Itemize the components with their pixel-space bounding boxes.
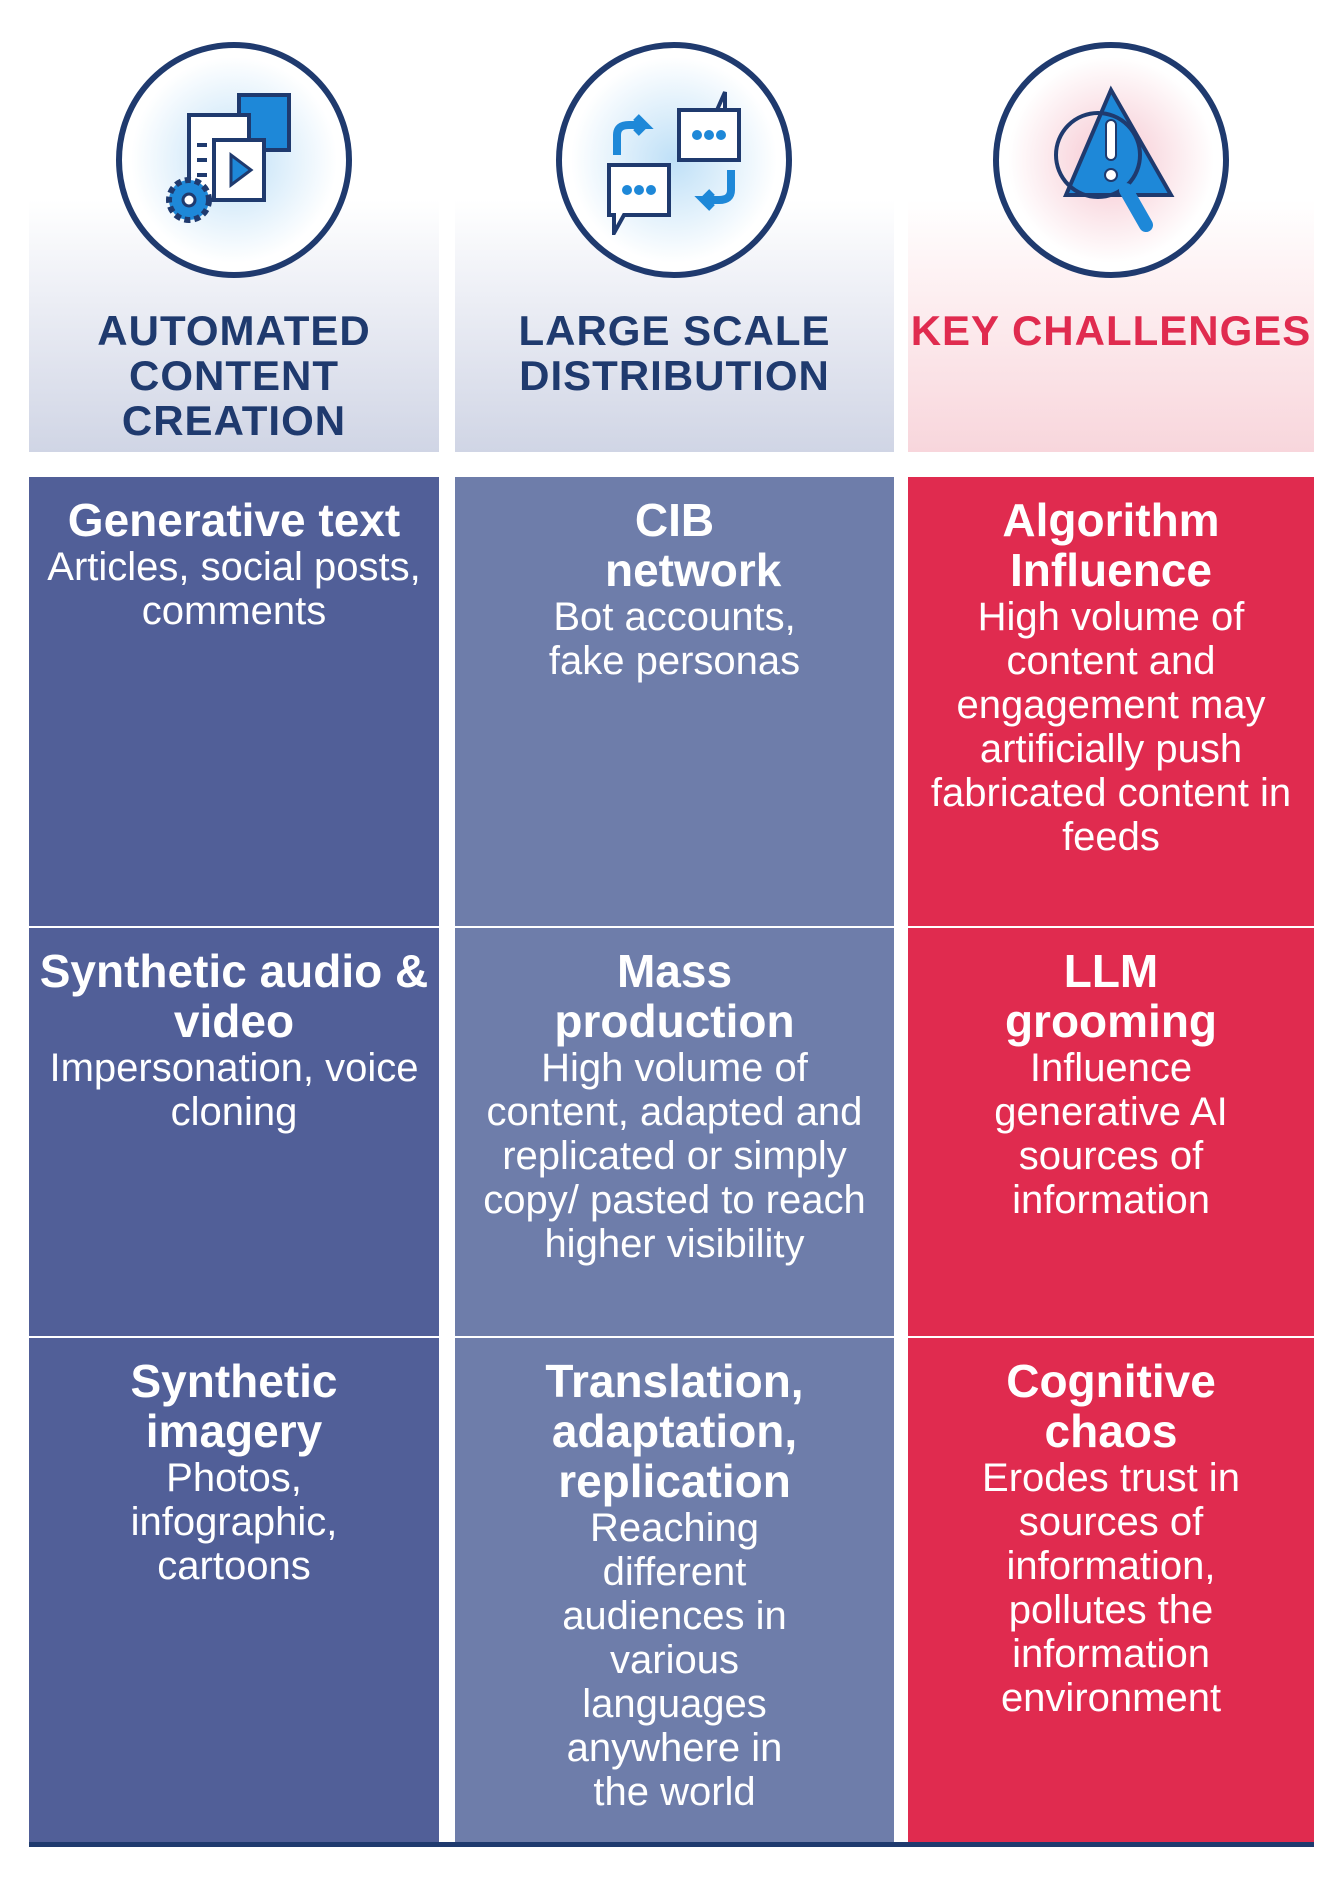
content-creation-icon [116, 42, 352, 278]
cell-body: Erodes trust in sources of information, … [982, 1456, 1240, 1720]
cell-synthetic-imagery: Synthetic imagery Photos, infographic, c… [29, 1338, 439, 1842]
cell-cognitive-chaos: Cognitive chaos Erodes trust in sources … [908, 1338, 1314, 1842]
header-large-scale-distribution: LARGE SCALE DISTRIBUTION [455, 0, 894, 452]
cell-heading: Cognitive chaos [1006, 1355, 1216, 1457]
column-title: KEY CHALLENGES [910, 307, 1312, 354]
cell-heading: Algorithm Influence [1002, 494, 1220, 596]
cell-llm-grooming: LLM grooming Influence generative AI sou… [908, 928, 1314, 1336]
cell-body: Reaching different audiences in various … [562, 1506, 787, 1814]
bottom-divider [29, 1842, 1314, 1847]
cell-generative-text: Generative text Articles, social posts, … [29, 477, 439, 926]
cell-heading: Generative text [67, 494, 401, 546]
header-automated-content-creation: AUTOMATED CONTENT CREATION [29, 0, 439, 452]
column-title: LARGE SCALE DISTRIBUTION [518, 307, 831, 399]
cell-heading: Mass production [554, 945, 795, 1047]
cell-body: Photos, infographic, cartoons [130, 1456, 338, 1588]
cell-algorithm-influence: Algorithm Influence High volume of conte… [908, 477, 1314, 926]
cell-body: Impersonation, voice cloning [49, 1046, 419, 1134]
column-title: AUTOMATED CONTENT CREATION [97, 307, 371, 444]
warning-search-icon [993, 42, 1229, 278]
cell-heading: LLM grooming [1004, 945, 1218, 1047]
cell-body: Articles, social posts, comments [47, 545, 421, 633]
cell-body: Bot accounts, fake personas [548, 595, 801, 683]
cell-heading: Synthetic imagery [130, 1355, 338, 1457]
cell-heading: Synthetic audio & video [39, 945, 429, 1047]
cell-body: Influence generative AI sources of infor… [994, 1046, 1228, 1222]
cell-mass-production: Mass production High volume of content, … [455, 928, 894, 1336]
cell-translation-adaptation-replication: Translation, adaptation, replication Rea… [455, 1338, 894, 1842]
cell-heading: CIB network [605, 494, 782, 596]
chat-distribution-icon [556, 42, 792, 278]
cell-cib-network: CIB network Bot accounts, fake personas [455, 477, 894, 926]
header-key-challenges: KEY CHALLENGES [908, 0, 1314, 452]
cell-body: High volume of content, adapted and repl… [483, 1046, 866, 1266]
cell-synthetic-audio-video: Synthetic audio & video Impersonation, v… [29, 928, 439, 1336]
cell-heading: Translation, adaptation, replication [545, 1355, 804, 1507]
cell-body: High volume of content and engagement ma… [930, 595, 1292, 859]
